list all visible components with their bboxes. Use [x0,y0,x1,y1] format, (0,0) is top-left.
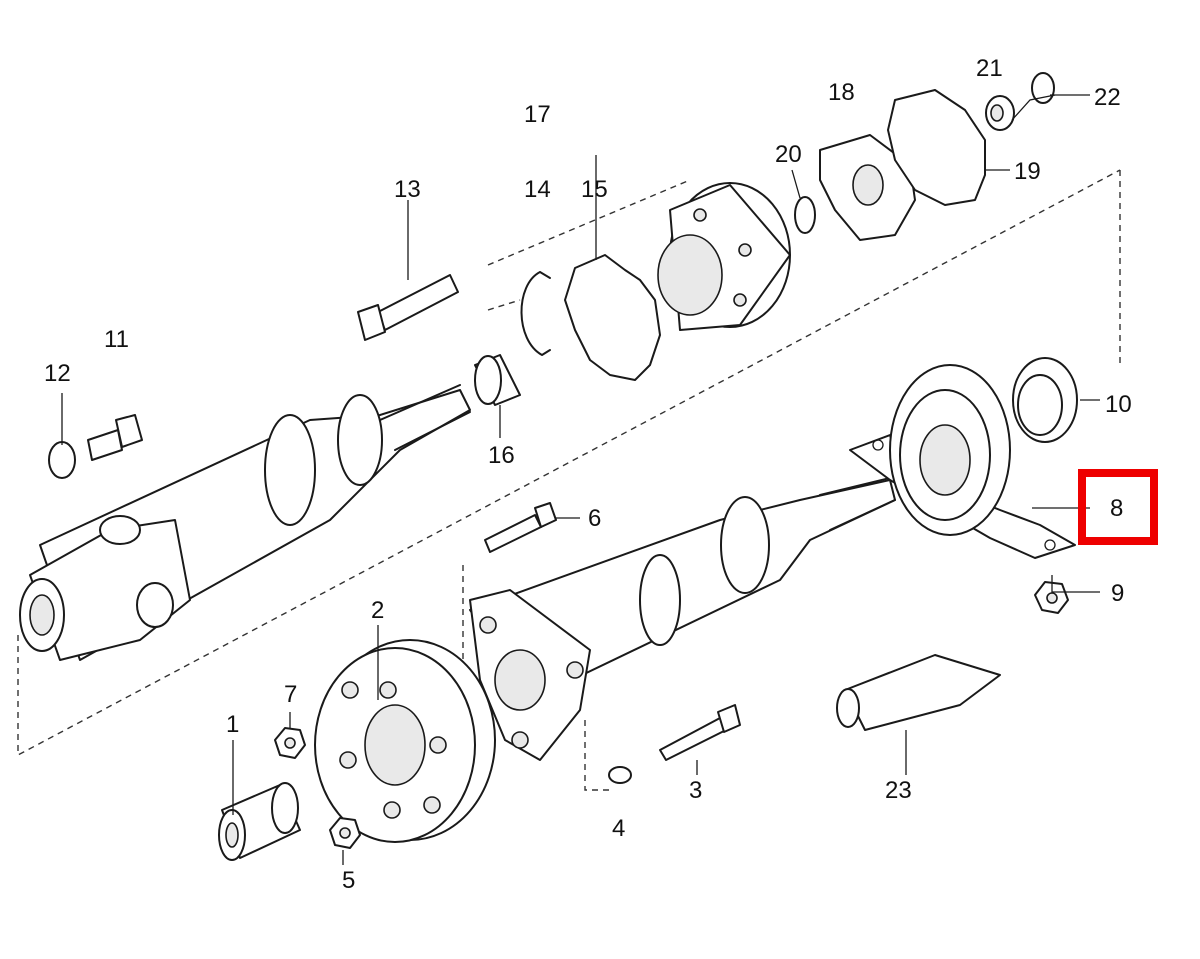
part-14-circlip [520,271,551,356]
part-7-nut [274,727,306,759]
part-13-bolt [357,274,459,341]
part-10-seal [1012,357,1078,443]
label-part-8: 8 [1110,495,1123,522]
label-part-10: 10 [1105,391,1132,418]
label-part-9: 9 [1111,580,1124,607]
part-1-sleeve [218,782,301,861]
label-part-20: 20 [775,141,802,168]
part-20-snap-ring [794,196,816,234]
part-21-nut [985,95,1015,131]
label-part-3: 3 [689,777,702,804]
label-part-7: 7 [284,681,297,708]
part-15-gasket [564,254,661,381]
label-part-18: 18 [828,79,855,106]
label-part-17: 17 [524,101,551,128]
part-23-grease-tube [836,654,1001,731]
assembly-dash-lines [17,169,1121,791]
label-part-1: 1 [226,711,239,738]
label-part-21: 21 [976,55,1003,82]
label-part-4: 4 [612,815,625,842]
part-12-washer [48,441,76,479]
label-part-6: 6 [588,505,601,532]
part-19-gasket [887,89,986,206]
highlight-box-part-8 [1078,469,1158,545]
label-part-19: 19 [1014,158,1041,185]
part-8-center-bearing [849,364,1076,559]
label-part-12: 12 [44,360,71,387]
part-16-clamp [474,354,521,406]
part-6-bolt [484,502,557,553]
label-part-11: 11 [104,326,129,353]
label-part-2: 2 [371,597,384,624]
part-17-cv-joint [657,182,791,331]
part-2-flex-disc [314,639,496,843]
label-part-5: 5 [342,867,355,894]
label-part-14: 14 [524,176,551,203]
label-part-23: 23 [885,777,912,804]
universal-joint [19,515,191,661]
label-part-16: 16 [488,442,515,469]
label-part-15: 15 [581,176,608,203]
part-18-cap [819,134,916,241]
part-9-nut [1034,581,1069,614]
part-3-bolt [659,704,741,761]
label-part-22: 22 [1094,84,1121,111]
part-22-ring [1031,72,1055,104]
part-12-bolt [87,414,143,461]
label-part-13: 13 [394,176,421,203]
part-5-nut [329,817,361,849]
part-4-washer [608,766,632,784]
